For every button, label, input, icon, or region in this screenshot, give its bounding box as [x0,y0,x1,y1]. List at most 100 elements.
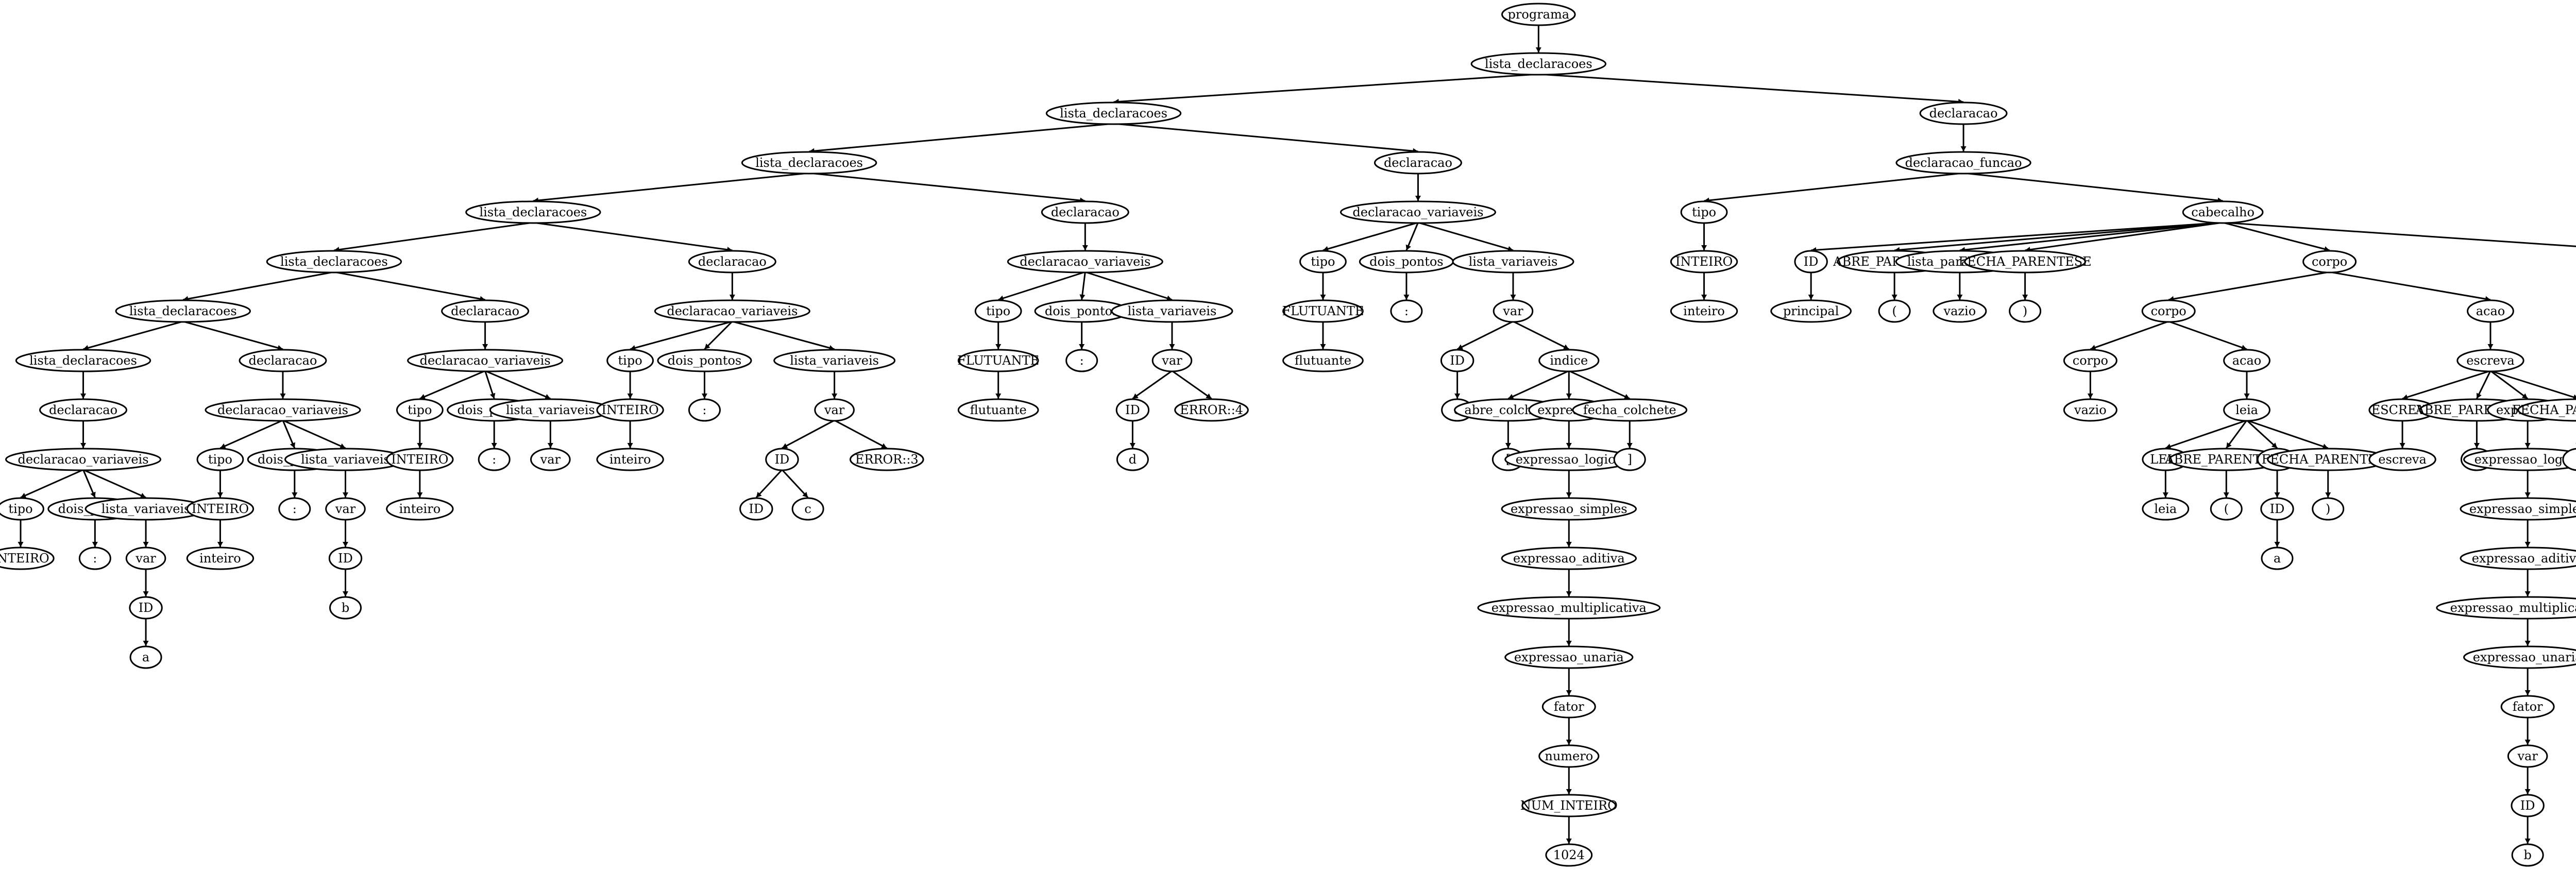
tree-node: expressao_aditiva [2460,546,2576,570]
tree-node: ID [2260,497,2294,521]
tree-node-label: indice [1550,353,1588,368]
tree-edge-arrowhead [1566,641,1572,646]
tree-edge [1811,221,2223,251]
tree-node-label: tipo [1311,254,1335,269]
tree-node-label: var [335,502,356,516]
tree-node: ID [739,497,773,521]
tree-node-ellipse [1545,843,1593,867]
tree-node-ellipse [465,200,601,224]
tree-edge-arrowhead [143,542,149,547]
tree-edge-arrowhead [90,491,96,498]
tree-edge-arrowhead [143,641,149,646]
tree-node-ellipse [1390,299,1423,323]
tree-node: INTEIRO [0,546,55,570]
tree-node-ellipse [129,596,163,620]
tree-node-label: expressao_aditiva [1513,551,1625,566]
tree-edge [2090,320,2169,350]
tree-node: lista_variaveis [284,448,407,471]
tree-node-ellipse [957,349,1039,372]
tree-node: ID [1794,250,1828,274]
tree-edge-arrowhead [2162,492,2168,498]
tree-node-ellipse [2463,448,2576,471]
tree-edge [2402,370,2491,400]
tree-node: inteiro [1670,299,1738,323]
tree-node-ellipse [278,497,311,521]
tree-edge-arrowhead [1510,295,1516,300]
tree-node-label: declaracao [248,353,317,368]
tree-node-label: programa [1508,7,1570,22]
tree-node-label: numero [1545,749,1593,763]
tree-node-ellipse [2182,200,2264,224]
tree-node-ellipse [2210,497,2243,521]
tree-node-label: lista_declaracoes [29,353,137,368]
tree-node: a [129,645,162,669]
tree-edge [182,320,283,350]
tree-edge-arrowhead [1454,394,1461,399]
tree-node-label: escreva [2378,452,2427,467]
tree-node-ellipse [1680,200,1728,224]
tree-node: b [329,596,362,620]
tree-edge-arrowhead [1403,295,1410,300]
tree-node-ellipse [1504,645,1634,669]
tree-node-label: tipo [208,452,232,467]
tree-node-ellipse [657,349,752,372]
tree-node-label: fecha_colchete [1583,403,1676,417]
tree-node-label: declaracao_variaveis [217,403,348,417]
tree-node-label: : [1404,304,1409,318]
tree-node-ellipse [849,448,924,471]
tree-node-ellipse [1282,349,1364,372]
tree-edge [1323,221,1418,251]
tree-node-ellipse [1340,200,1496,224]
tree-node: lista_declaracoes [1470,52,1607,76]
tree-edge-arrowhead [544,394,551,400]
tree-node-ellipse [814,398,855,422]
tree-edge-arrowhead [627,394,633,399]
tree-node-label: INTEIRO [391,452,448,467]
tree-node-label: fator [2513,699,2543,714]
tree-edge-arrowhead [1206,393,1212,399]
tree-edge-arrowhead [2090,345,2096,350]
tree-node-ellipse [78,546,111,570]
tree-node-label: ID [749,502,764,516]
tree-edge-arrowhead [340,443,346,449]
tree-node-label: tipo [986,304,1010,318]
tree-node-label: NUM_INTEIRO [1520,798,1618,813]
tree-node: FECHA_PARENTESE [1959,250,2092,274]
tree-node-ellipse [328,546,363,570]
tree-node-label: ( [2224,502,2229,516]
tree-node-ellipse [1964,250,2087,274]
tree-nodes: programa lista_declaracoes lista_declaraco… [0,3,2576,867]
tree-node-ellipse [1007,250,1163,274]
tree-edge-arrowhead [343,591,349,596]
tree-edge-arrowhead [1415,196,1421,201]
tree-node-label: vazio [1943,304,1976,318]
tree-node-label: lista_declaracoes [129,304,237,318]
tree-node-label: ( [1892,304,1896,318]
tree-edge-arrowhead [2271,442,2277,448]
tree-edge [2490,370,2576,399]
tree-node: expressao_simples [1501,497,1637,521]
tree-node-label: ID [775,452,790,467]
tree-edge-arrowhead [1169,344,1175,349]
tree-edge-arrowhead [2487,344,2494,349]
tree-node-label: b [342,601,349,615]
tree-edge-arrowhead [290,442,295,448]
tree-node-label: 1024 [1553,848,1585,862]
tree-node-ellipse [2511,843,2544,867]
tree-node-ellipse [2223,349,2270,372]
tree-edge-arrowhead [995,344,1002,349]
tree-node-label: tipo [408,403,432,417]
tree-edge-arrowhead [1079,344,1085,349]
tree-node-label: : [93,551,97,566]
tree-edge-arrowhead [220,443,226,449]
tree-node: lista_variaveis [773,349,896,372]
tree-node: vazio [1933,299,1987,323]
tree-node: expressao_simples [2460,497,2576,521]
tree-node-label: lista_variaveis [1128,304,1217,318]
tree-edge-arrowhead [802,491,808,498]
tree-node-label: declaracao_funcao [1905,156,2022,170]
tree-node-ellipse [2302,250,2357,274]
tree-node-ellipse [1670,250,1738,274]
tree-edge [2168,271,2330,301]
tree-node-label: tipo [1692,205,1716,219]
